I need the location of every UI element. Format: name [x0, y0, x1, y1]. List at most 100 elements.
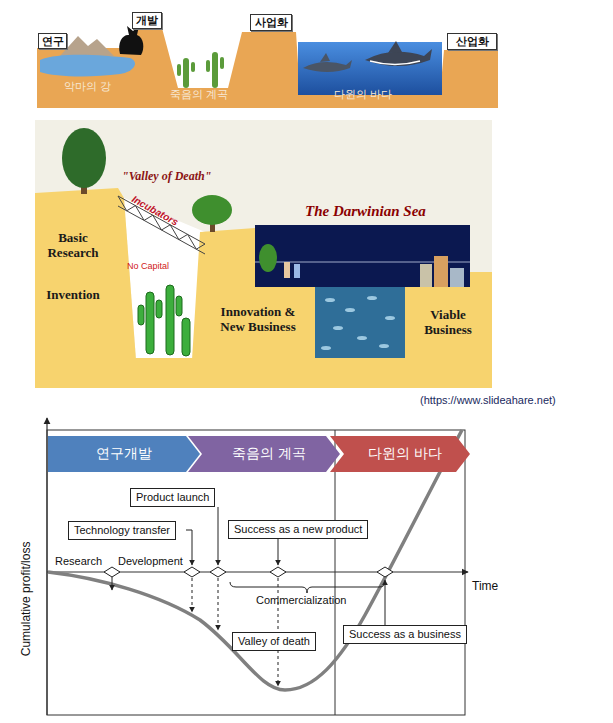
fish — [345, 308, 355, 312]
cactus — [183, 58, 189, 88]
source-caption: (https://www.slideahare.net) — [420, 394, 556, 407]
cliff — [35, 188, 136, 360]
node-text: Valley of death — [238, 635, 310, 648]
fish — [357, 336, 367, 340]
node-text: 사업화 — [255, 15, 288, 30]
text-label: Basic Research — [37, 231, 109, 261]
chevron-fill — [330, 436, 470, 472]
node-text: 연구개발 — [96, 445, 152, 463]
cactus — [156, 300, 162, 318]
fish — [321, 346, 331, 350]
text-label: 죽음의 계곡 — [170, 89, 229, 102]
callout-box: Valley of death — [232, 632, 316, 651]
cactus-group — [177, 52, 224, 88]
text-label: The Darwinian Sea — [305, 203, 426, 220]
building — [420, 264, 432, 287]
cactus-group — [138, 285, 190, 356]
text-label: "Valley of Death" — [122, 170, 211, 184]
cactus — [220, 57, 224, 69]
chevron-fill — [188, 436, 340, 472]
shark — [303, 60, 352, 72]
leader-arrow — [218, 507, 219, 565]
panel-background — [35, 120, 492, 388]
stage-tag: 사업화 — [250, 14, 292, 31]
sky — [255, 225, 470, 287]
callout-box: Success as a business — [343, 625, 467, 644]
dashed-arrow — [218, 578, 219, 630]
river — [40, 55, 135, 77]
stage-tag: 산업화 — [447, 33, 497, 50]
text-label: Cumulative profit/loss — [20, 529, 34, 669]
text-label: 악마의 강 — [64, 81, 112, 94]
node-text: Product launch — [136, 491, 209, 504]
person — [284, 262, 290, 278]
node-text: Success as a business — [349, 628, 461, 641]
text-label: Innovation & New Business — [217, 305, 299, 335]
text-label: Research — [55, 555, 102, 568]
text-label: Invention — [37, 288, 109, 303]
devil-figure — [119, 26, 143, 55]
mountain — [60, 36, 114, 56]
text-label: Development — [118, 555, 183, 568]
callout-box: Product launch — [130, 488, 215, 507]
text-label: Time — [472, 580, 498, 594]
ground-band — [35, 358, 492, 388]
milestone-diamond — [184, 567, 200, 577]
node-text: Technology transfer — [74, 524, 170, 537]
person — [294, 264, 300, 278]
milestone-diamond — [104, 567, 120, 577]
node-text: 개발 — [136, 13, 158, 28]
fish — [333, 326, 343, 330]
text-label: 다윈의 바다 — [334, 89, 393, 102]
node-text: 다윈의 바다 — [368, 445, 442, 463]
cactus — [182, 318, 190, 356]
tree — [259, 244, 277, 272]
terrain — [37, 28, 498, 108]
brace — [230, 582, 385, 593]
phase-chevron: 죽음의 계곡 — [188, 436, 340, 472]
node-text: 죽음의 계곡 — [232, 445, 306, 463]
leader-arrow — [385, 580, 386, 625]
chevron-fill — [48, 436, 200, 472]
phase-chevron: 연구개발 — [48, 436, 200, 472]
tree — [192, 195, 232, 225]
cactus — [212, 52, 218, 88]
stage-tag: 연구 — [38, 33, 67, 49]
fish — [385, 316, 395, 320]
dashed-arrow — [192, 578, 193, 612]
phase-divider — [335, 430, 336, 715]
cactus — [206, 60, 210, 72]
bridge — [118, 196, 205, 254]
stage-tag: 개발 — [132, 12, 162, 29]
building — [434, 256, 448, 287]
cactus — [146, 292, 154, 354]
milestone-diamond — [377, 567, 393, 577]
cactus — [176, 296, 182, 316]
tree — [62, 128, 106, 188]
fish — [379, 344, 389, 348]
milestones — [104, 567, 393, 577]
fish-school — [321, 296, 395, 350]
node-text: 연구 — [42, 34, 64, 49]
cactus — [191, 62, 195, 72]
cactus — [138, 305, 144, 325]
text-label: Commercialization — [256, 594, 346, 607]
leader-arrow — [112, 577, 113, 590]
cactus — [166, 285, 174, 355]
callout-box: Success as a new product — [228, 520, 368, 539]
building — [450, 268, 464, 287]
text-label: No Capital — [127, 261, 169, 271]
text-label: Viable Business — [408, 308, 488, 338]
water — [315, 287, 405, 358]
callout-box: Technology transfer — [68, 521, 176, 540]
leader-arrow — [278, 538, 279, 565]
fish — [325, 298, 335, 302]
shark-belly — [370, 61, 420, 65]
leader-arrow — [186, 530, 192, 565]
milestone-diamond — [210, 567, 226, 577]
cactus — [177, 64, 181, 76]
fish — [367, 296, 377, 300]
y-axis — [46, 418, 47, 715]
